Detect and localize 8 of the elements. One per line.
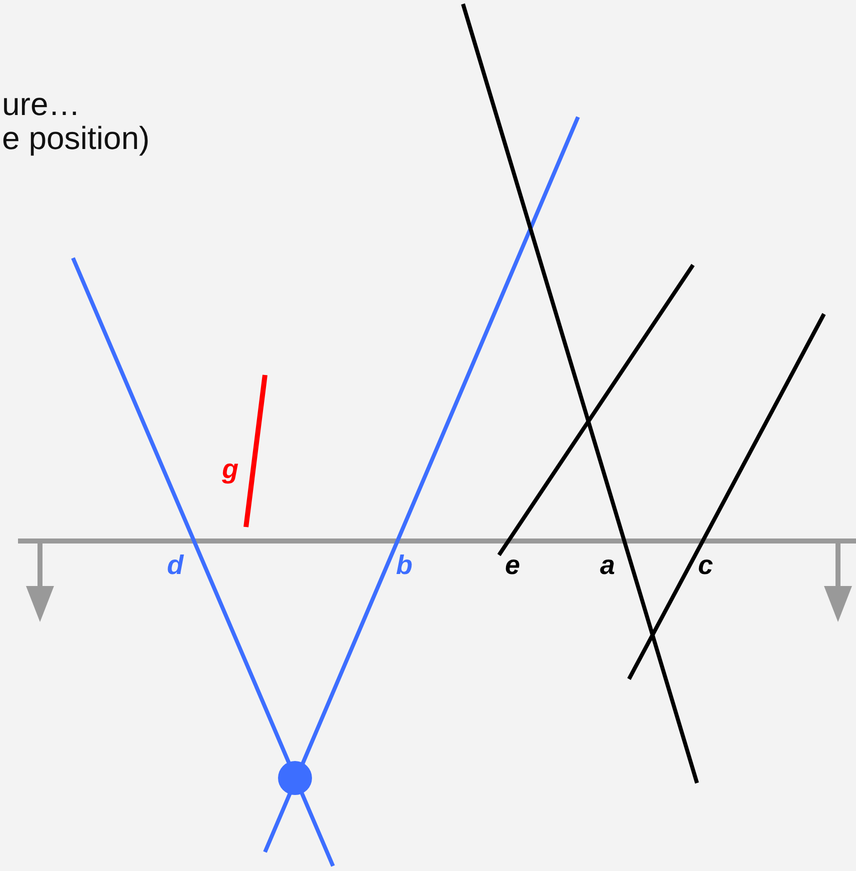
- line-label: g: [222, 456, 238, 483]
- line-label: b: [396, 552, 412, 579]
- line-label: d: [167, 552, 184, 579]
- heading-text: e position): [2, 122, 150, 154]
- line-label: e: [505, 552, 520, 579]
- line-label: c: [698, 552, 714, 579]
- heading-text: ure…: [2, 88, 80, 120]
- line-label: a: [600, 552, 616, 579]
